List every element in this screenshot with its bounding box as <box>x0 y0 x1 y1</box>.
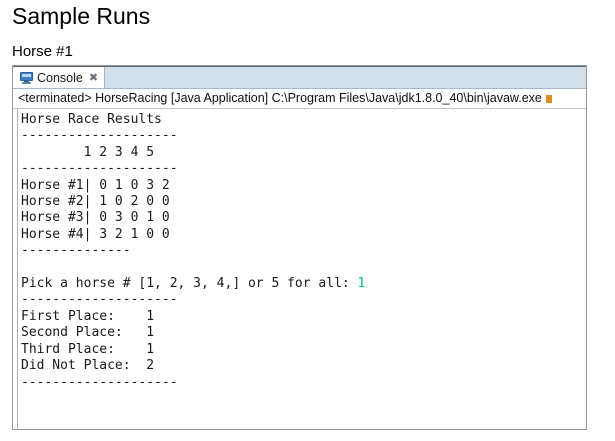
output-header: Horse Race Results <box>21 112 162 127</box>
output-prompt: Pick a horse # [1, 2, 3, 4,] or 5 for al… <box>21 276 358 292</box>
console-output-text: Horse Race Results -------------------- … <box>13 111 586 391</box>
launch-configuration-bar: <terminated> HorseRacing [Java Applicati… <box>13 89 586 109</box>
output-row-horse-4: Horse #4| 3 2 1 0 0 <box>21 226 170 242</box>
console-input-echo: 1 <box>357 276 366 292</box>
output-row-horse-1: Horse #1| 0 1 0 3 2 <box>21 177 170 193</box>
section-label-horse-1: Horse #1 <box>12 43 73 60</box>
output-column-header: 1 2 3 4 5 <box>21 144 155 160</box>
output-result-did-not-place: Did Not Place: 2 <box>21 358 155 374</box>
console-output-area[interactable]: Horse Race Results -------------------- … <box>13 109 586 429</box>
launch-configuration-text: <terminated> HorseRacing [Java Applicati… <box>18 91 542 105</box>
output-row-horse-3: Horse #3| 0 3 0 1 0 <box>21 210 170 226</box>
close-icon[interactable]: ✖ <box>88 71 99 84</box>
tab-console[interactable]: Console ✖ <box>13 67 106 88</box>
output-row-horse-2: Horse #2| 1 0 2 0 0 <box>21 194 170 210</box>
output-separator-before-results: -------------------- <box>21 292 178 308</box>
tab-console-label: Console <box>37 70 83 85</box>
console-panel: Console ✖ <terminated> HorseRacing [Java… <box>12 65 587 430</box>
launch-timestamp-truncated <box>545 94 552 103</box>
console-left-rule <box>17 109 18 429</box>
page-title: Sample Runs <box>12 3 151 29</box>
output-separator-mid: -------------------- <box>21 161 178 177</box>
output-separator-bottom: -------------------- <box>21 374 178 390</box>
output-result-first-place: First Place: 1 <box>21 308 155 324</box>
output-separator-after-rows: -------------- <box>21 243 131 259</box>
console-tab-strip: Console ✖ <box>13 66 586 89</box>
output-result-third-place: Third Place: 1 <box>21 341 155 357</box>
output-separator-top: -------------------- <box>21 128 178 144</box>
output-result-second-place: Second Place: 1 <box>21 325 155 341</box>
console-monitor-icon <box>20 71 33 84</box>
